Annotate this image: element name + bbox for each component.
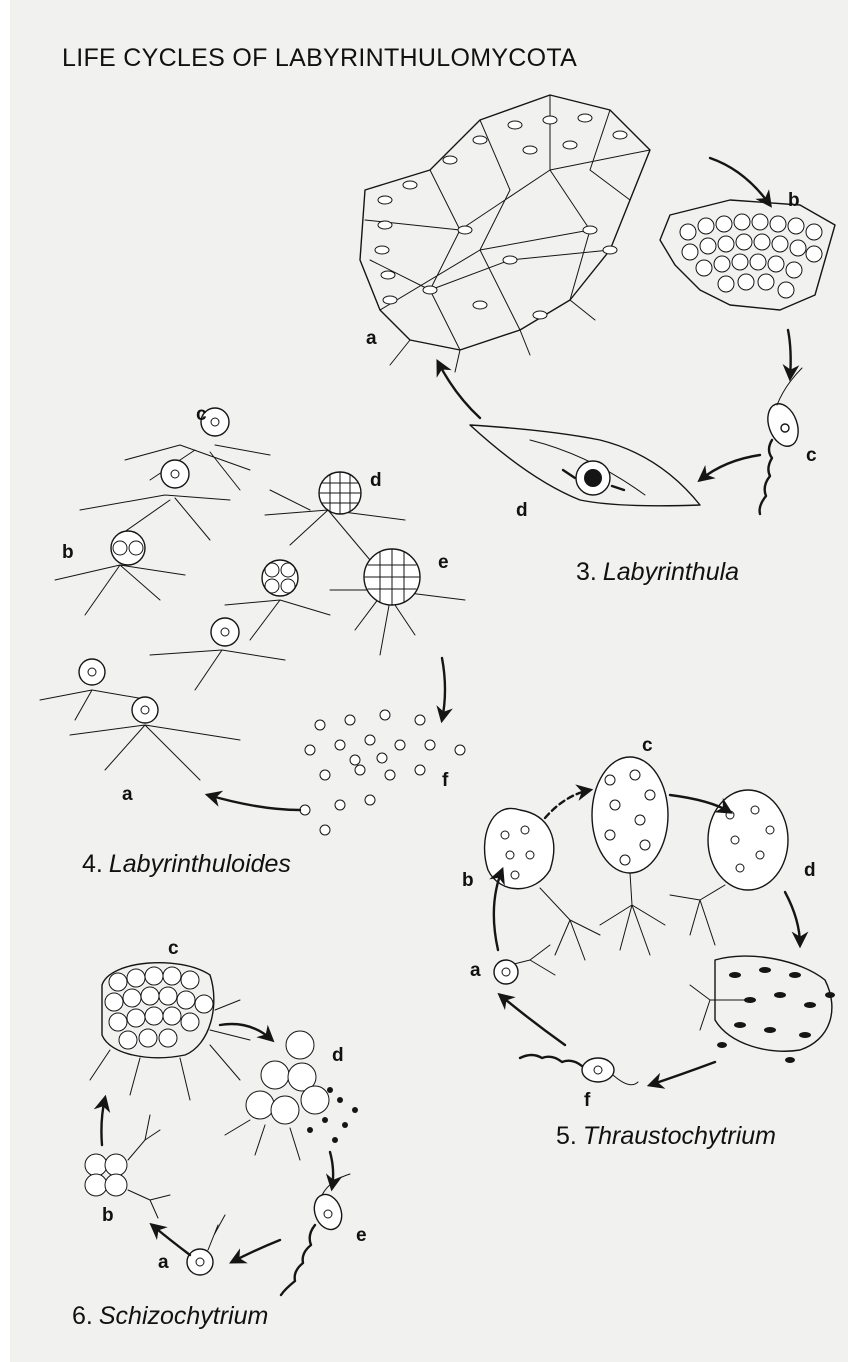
- stage-label-4c: c: [196, 404, 207, 426]
- stage-label-5a: a: [470, 960, 481, 982]
- labyrinthuloides-spore-cluster: [300, 710, 465, 835]
- schizochytrium-zoospore-a: [187, 1215, 225, 1275]
- stage-label-6b: b: [102, 1205, 114, 1227]
- stage-label-4a: a: [122, 784, 133, 806]
- caption-labyrinthuloides: 4.Labyrinthuloides: [82, 850, 291, 879]
- stage-label-5c: c: [642, 735, 653, 757]
- thraustochytrium-rhizoids: [498, 873, 745, 1030]
- stage-label-3b: b: [788, 190, 800, 212]
- thraustochytrium-released-spores: [715, 956, 835, 1063]
- schizochytrium-zoospore-e: [281, 1174, 350, 1295]
- stage-label-6e: e: [356, 1225, 367, 1247]
- stage-label-6c: c: [168, 938, 179, 960]
- thraustochytrium-zoospore-f: [520, 1055, 638, 1085]
- labyrinthuloides-cycle: [40, 408, 465, 835]
- caption-number: 3.: [576, 558, 597, 586]
- labyrinthula-zoospore: [760, 368, 804, 514]
- stage-label-5b: b: [462, 870, 474, 892]
- stage-label-3d: d: [516, 500, 528, 522]
- thraustochytrium-cycle: [485, 757, 835, 1085]
- labyrinthula-spindle-cell: [470, 425, 700, 506]
- schizochytrium-cell-cluster-b: [85, 1115, 170, 1218]
- stage-label-3a: a: [366, 328, 377, 350]
- caption-genus: Labyrinthuloides: [109, 850, 291, 878]
- caption-number: 6.: [72, 1302, 93, 1330]
- stage-label-4f: f: [442, 770, 448, 792]
- caption-genus: Thraustochytrium: [583, 1122, 776, 1150]
- stage-label-4e: e: [438, 552, 449, 574]
- stage-label-6d: d: [332, 1045, 344, 1067]
- labyrinthuloides-ectoplasmic-nets: [40, 445, 465, 780]
- labyrinthula-cycle: [360, 95, 835, 514]
- thraustochytrium-zoospore-a: [494, 960, 518, 984]
- labyrinthula-cell-mass: [660, 200, 835, 310]
- schizochytrium-cycle: [85, 963, 358, 1295]
- stage-label-6a: a: [158, 1252, 169, 1274]
- stage-label-4d: d: [370, 470, 382, 492]
- caption-genus: Labyrinthula: [603, 558, 739, 586]
- schizochytrium-cell-cluster-c: [90, 963, 250, 1100]
- caption-thraustochytrium: 5.Thraustochytrium: [556, 1122, 776, 1151]
- thraustochytrium-sporangium-d: [708, 790, 788, 890]
- stage-label-5d: d: [804, 860, 816, 882]
- caption-schizochytrium: 6.Schizochytrium: [72, 1302, 268, 1331]
- caption-labyrinthula: 3.Labyrinthula: [576, 558, 739, 587]
- caption-number: 5.: [556, 1122, 577, 1150]
- life-cycle-illustration: [10, 0, 848, 1362]
- caption-genus: Schizochytrium: [99, 1302, 269, 1330]
- stage-label-5f: f: [584, 1090, 590, 1112]
- caption-number: 4.: [82, 850, 103, 878]
- stage-label-3c: c: [806, 445, 817, 467]
- labyrinthula-net-colony: [360, 95, 650, 372]
- stage-label-4b: b: [62, 542, 74, 564]
